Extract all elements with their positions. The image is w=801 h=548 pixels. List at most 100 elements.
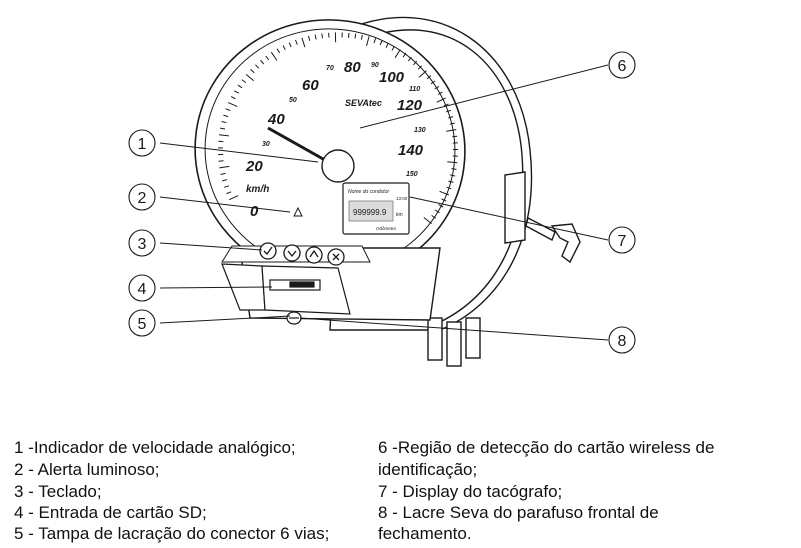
speed-label-0: 0 [250,203,259,220]
dial-tick [360,34,363,40]
chevron-down-icon [287,250,297,258]
dial-tick [265,55,270,61]
dial-tick [379,40,383,46]
odometer-value: 999999.9 [353,208,387,217]
dial-tick [348,32,350,38]
callout-4: 4 [138,281,147,298]
dial-tick [417,65,423,70]
dial-tick [321,33,323,39]
dial-tick [260,59,265,65]
tachograph-display: Nome do condutor 13:00 999999.9 km Odôme… [342,182,410,235]
connector-1 [427,317,443,361]
dial-tick [418,70,427,78]
dial-tick [408,56,412,62]
dial-tick [219,165,230,169]
speed-label-100: 100 [379,69,405,86]
connector-2 [446,321,462,367]
callout-2-circle [128,183,156,211]
dial-tick [255,64,260,69]
speed-label-120: 120 [397,97,423,114]
down-button[interactable] [283,244,301,262]
dial-tick [226,191,232,195]
dial-tick [276,48,281,54]
callout-1: 1 [138,136,147,153]
dial-tick [288,42,292,48]
dial-tick [220,172,226,175]
dial-tick [394,49,401,59]
dial-tick [436,97,446,103]
dial-tick [431,214,436,219]
dial-tick [426,75,432,80]
dial-tick [228,195,239,201]
legend-item-1: 1 -Indicador de velocidade analógico; [14,438,296,457]
dial-tick [447,161,458,164]
callouts [128,51,636,354]
callout-7: 7 [618,233,627,250]
dial-tick [301,37,306,48]
callout-8: 8 [618,333,627,350]
legend-item-8: 8 - Lacre Seva do parafuso frontal de [378,503,659,522]
legend-item-8-cont: fechamento. [378,524,472,543]
dial-tick [441,198,447,202]
dial-tick [391,45,395,51]
minor-label-90: 90 [371,62,379,69]
dial-tick [308,35,311,41]
dial-tick [295,39,298,45]
dial-tick [220,127,226,130]
speed-label-40: 40 [267,111,285,128]
dial-tick [446,186,452,190]
callout-5: 5 [138,316,147,333]
dial-tick [446,129,457,132]
callout-2: 2 [138,190,147,207]
minor-label-130: 130 [414,127,426,134]
dial-tick [218,160,224,162]
needle-hub [321,149,355,183]
legend-item-4: 4 - Entrada de cartão SD; [14,503,207,522]
brand-logo: SEVAtec [345,98,382,108]
callout-6: 6 [618,58,627,75]
legend-item-6-cont: identificação; [378,460,478,479]
dial-tick [448,116,454,119]
callout-6-circle [608,51,636,79]
dial-tick [438,204,444,208]
callout-1-circle [128,129,156,157]
dial-tick [366,36,370,47]
legend-item-6: 6 -Região de detecção do cartão wireless… [378,438,715,457]
dial-tick [449,122,455,125]
callout-7-circle [608,226,636,254]
keypad [221,242,371,266]
dial-tick [241,79,247,84]
dial-tick [439,190,450,196]
legend-item-3: 3 - Teclado; [14,482,102,501]
legend-item-5: 5 - Tampa de lacração do conector 6 vias… [14,524,330,543]
dial-tick [402,52,407,58]
speed-label-60: 60 [302,77,319,94]
unit-label: km/h [246,184,269,195]
minor-label-30: 30 [262,141,270,148]
connector-3 [465,317,481,359]
minor-label-70: 70 [326,65,334,72]
dial-tick [354,33,357,39]
dial-tick [430,80,436,85]
side-screw [525,216,556,241]
up-button[interactable] [305,246,323,264]
confirm-button[interactable] [259,242,277,260]
leader-lines [159,64,609,341]
dial-tick [250,69,255,74]
speed-label-80: 80 [344,59,361,76]
close-icon [332,253,340,261]
dial-tick [314,34,317,40]
dial-tick [434,85,440,90]
tachograph-diagram: 0 20 40 60 80 100 120 140 30 50 70 90 11… [128,16,636,367]
minor-label-110: 110 [409,86,420,93]
dial-tick [270,51,278,61]
dial-tick [450,174,456,177]
display-screen [348,200,394,222]
dial-tick [452,135,458,138]
wing-nut [550,223,581,264]
display-time: 13:00 [396,196,408,201]
dial-tick [245,74,255,82]
minor-label-150: 150 [406,171,418,178]
dial-tick [373,38,377,44]
dial-tick [225,108,231,111]
